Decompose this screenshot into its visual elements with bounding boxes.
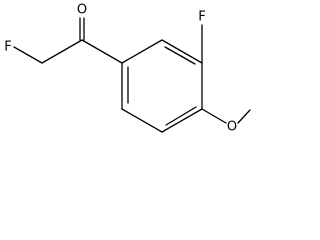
ring-bond-1 <box>121 39 163 64</box>
molecule-drawing: O F F O <box>4 3 251 135</box>
ring-inner-double-2 <box>164 46 196 65</box>
ring-inner-double-3 <box>165 106 197 126</box>
alpha-fluorine-label: F <box>4 40 11 55</box>
ring-bond-2 <box>161 39 203 64</box>
bond-ch2-carbonyl <box>41 39 83 64</box>
ring-bond-5 <box>121 108 163 133</box>
ring-bond-4 <box>161 108 203 133</box>
bond-ring-ether-oxygen <box>201 108 227 124</box>
structure-diagram: O F F O <box>0 0 254 138</box>
ring-fluorine-label: F <box>198 10 205 25</box>
ether-oxygen-label: O <box>227 120 237 135</box>
bond-carbonyl-ring <box>81 39 123 64</box>
bond-f-ch2 <box>13 46 43 64</box>
bond-oxygen-methyl <box>237 109 251 124</box>
carbonyl-oxygen-label: O <box>77 3 87 18</box>
